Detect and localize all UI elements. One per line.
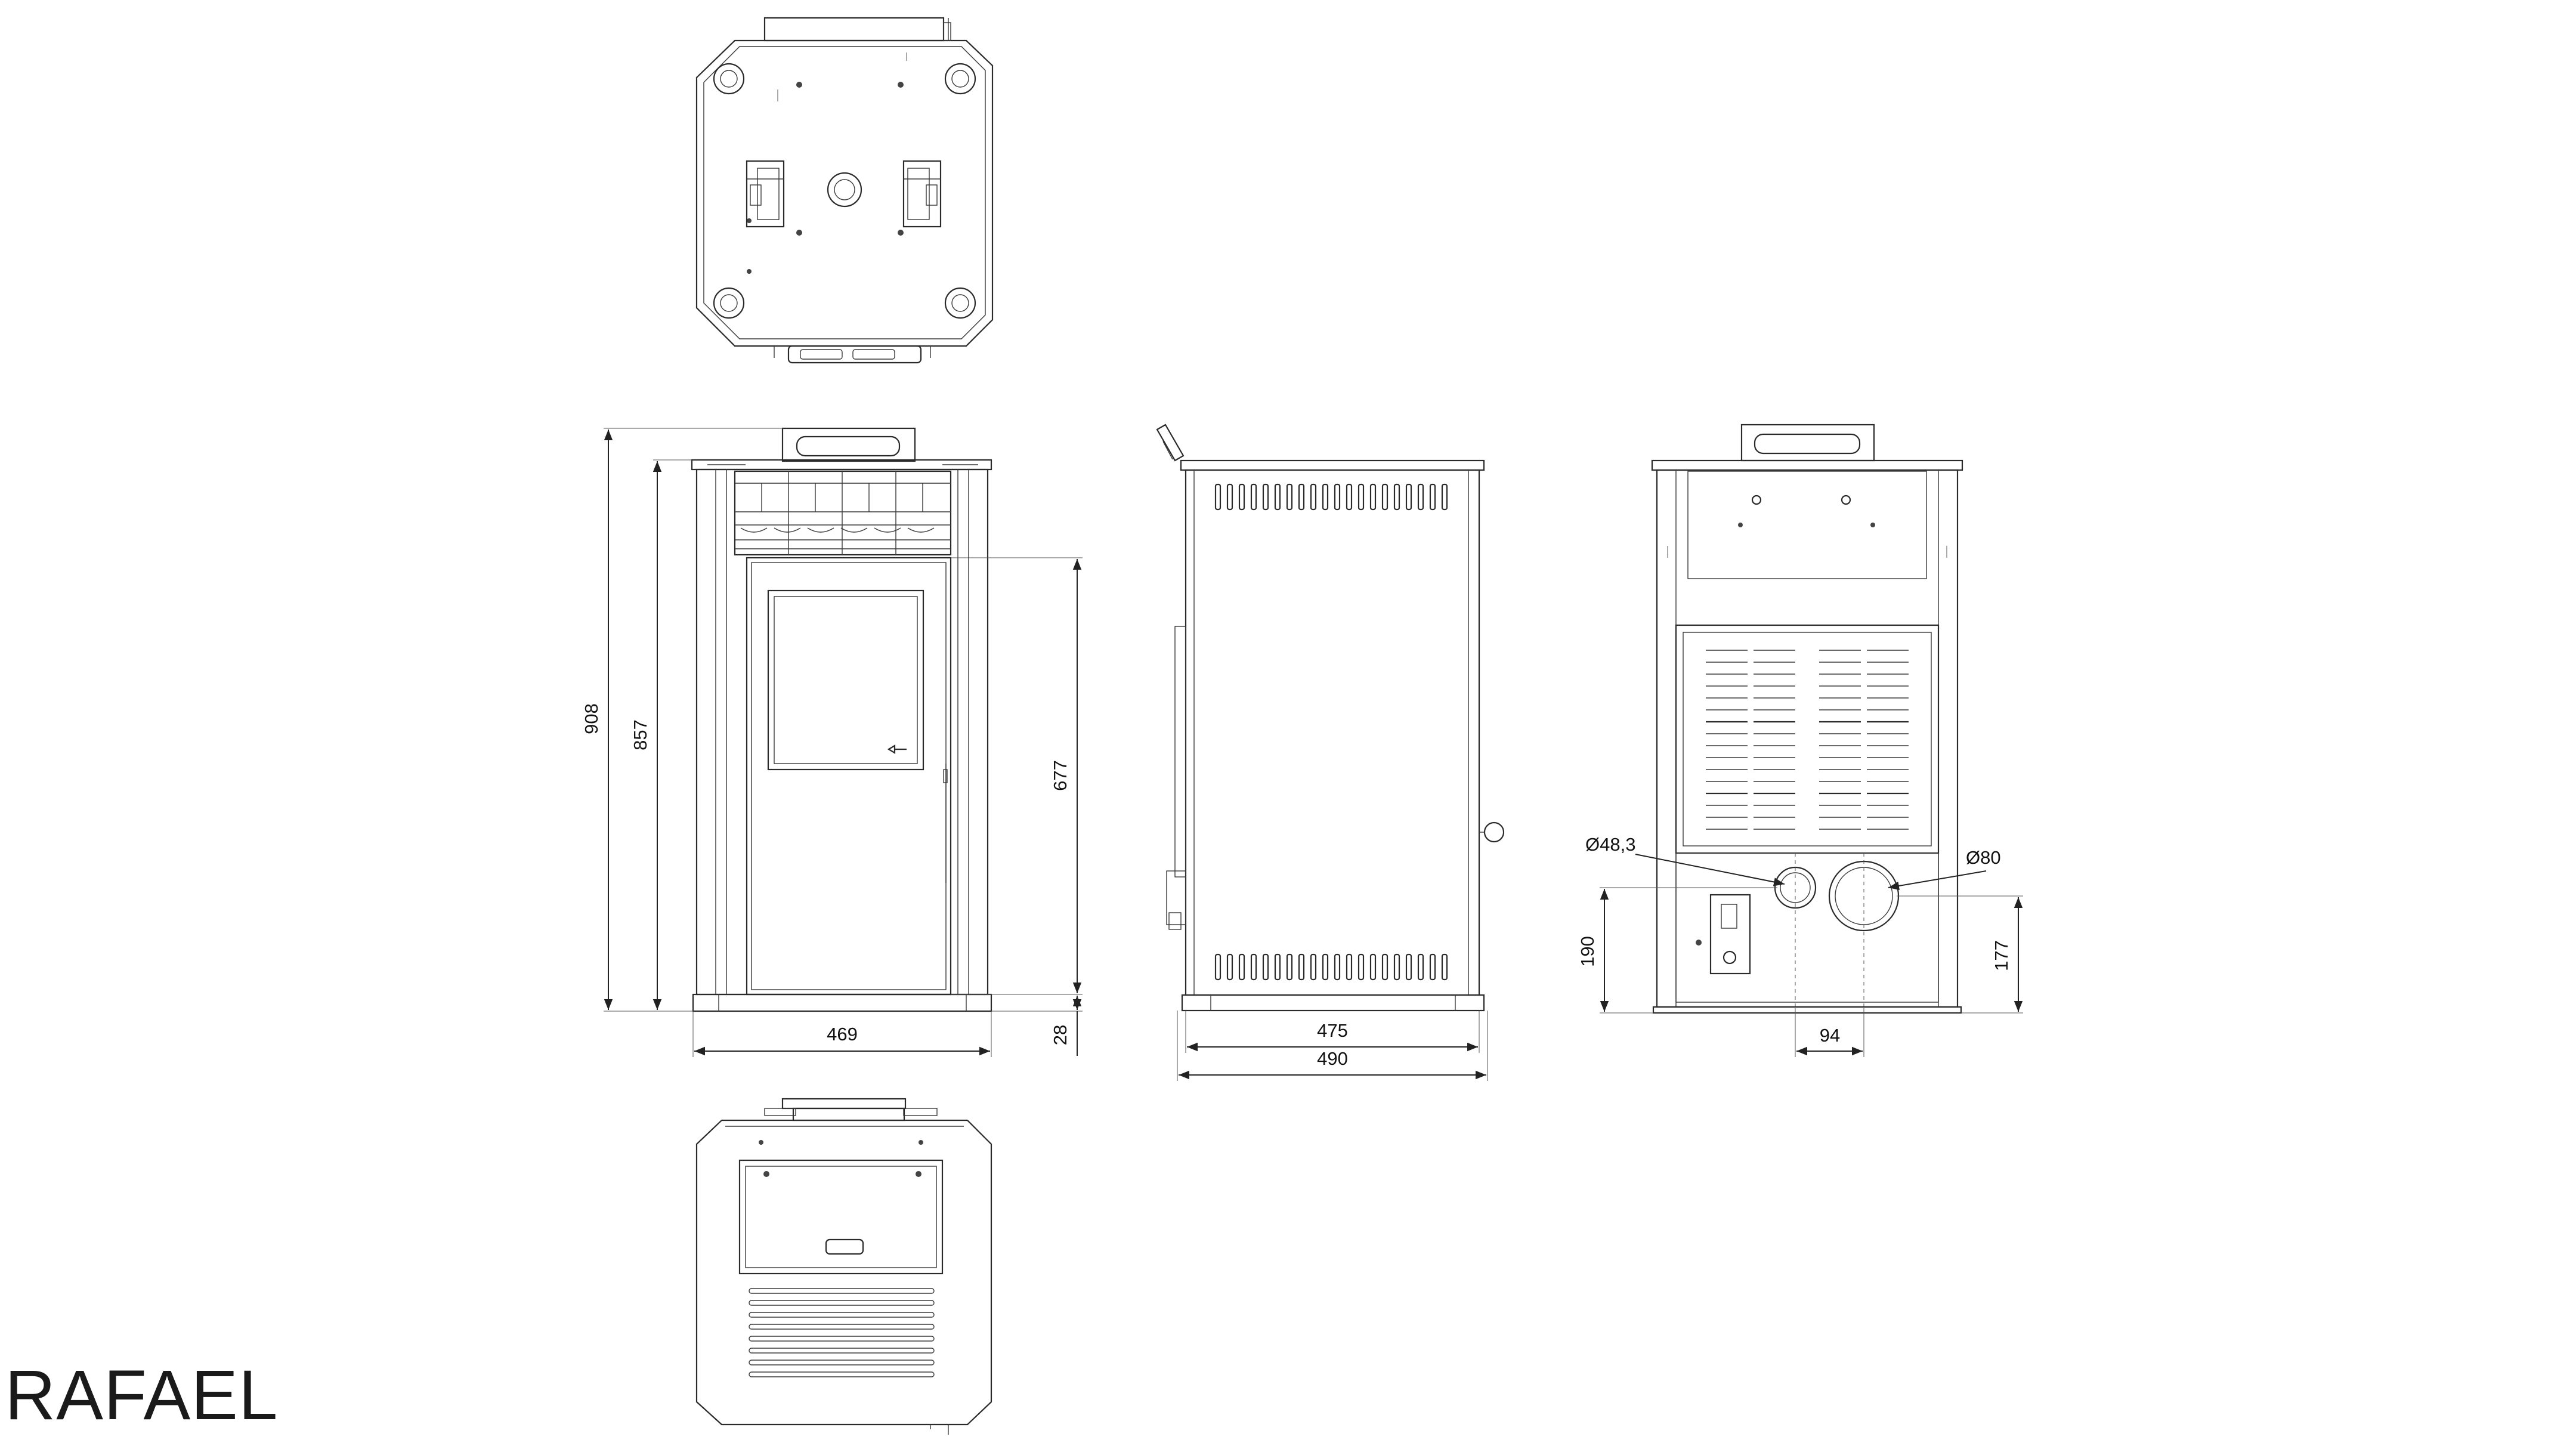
dim-94: 94 xyxy=(1820,1025,1840,1046)
dim-pipe-small: Ø48,3 xyxy=(1585,834,1635,855)
dim-475: 475 xyxy=(1317,1020,1348,1041)
dim-677: 677 xyxy=(1050,760,1071,791)
foot-bottom-right xyxy=(944,287,976,319)
dim-28: 28 xyxy=(1050,1025,1071,1045)
front-door xyxy=(746,557,952,996)
side-top-vents xyxy=(1214,483,1448,511)
front-dimensions xyxy=(604,428,1083,1057)
bottom-view xyxy=(695,1098,992,1435)
rear-power-socket xyxy=(1709,894,1751,975)
bottom-ash-panel xyxy=(738,1159,944,1275)
dim-190: 190 xyxy=(1577,936,1598,967)
rear-view xyxy=(1651,424,1963,1014)
foot-bottom-left xyxy=(713,287,745,319)
foot-top-left xyxy=(713,63,745,95)
flue-outlet-top xyxy=(827,172,862,208)
dim-pipe-large: Ø80 xyxy=(1966,847,2001,868)
rear-pipe-small xyxy=(1774,866,1817,909)
side-dimensions xyxy=(1177,1011,1488,1081)
foot-top-right xyxy=(944,63,976,95)
side-view xyxy=(1156,424,1505,1012)
bracket-left xyxy=(746,160,785,228)
front-top-grille xyxy=(734,470,952,556)
rear-dimensions xyxy=(1600,854,2023,1057)
bracket-right xyxy=(902,160,942,228)
dim-469: 469 xyxy=(827,1024,858,1045)
rear-louvre-panel xyxy=(1675,624,1940,854)
dim-177: 177 xyxy=(1991,940,2012,971)
bottom-grille xyxy=(749,1288,935,1377)
dim-857: 857 xyxy=(630,719,651,750)
side-bottom-vents xyxy=(1214,953,1448,981)
front-view xyxy=(691,427,992,1012)
dim-908: 908 xyxy=(581,703,602,734)
top-view xyxy=(695,17,994,364)
product-name: RAFAEL xyxy=(5,1356,279,1435)
dim-490: 490 xyxy=(1317,1048,1348,1069)
